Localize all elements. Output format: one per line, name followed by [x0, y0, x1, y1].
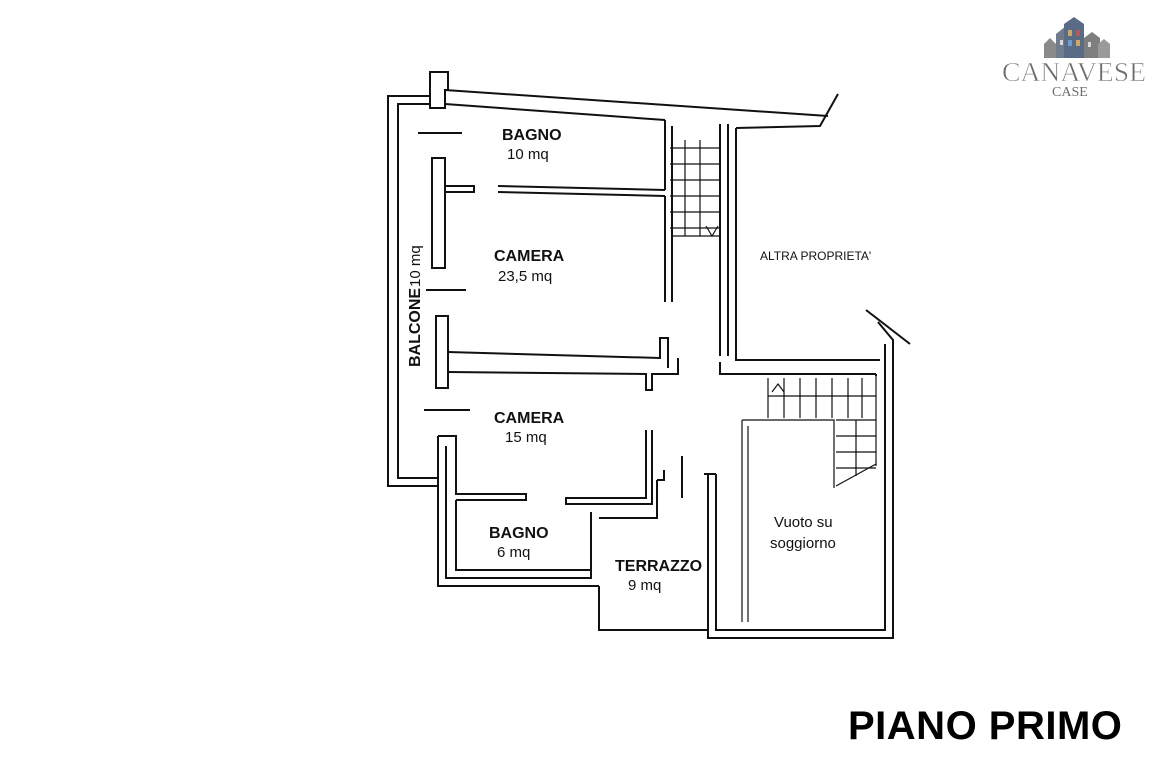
room-area-bagno-bottom: 6 mq [497, 544, 530, 561]
label-vuoto-line2: soggiorno [770, 535, 836, 552]
logo-houses-icon [1044, 17, 1110, 58]
outer-walls [387, 71, 911, 639]
room-name-bagno-bottom: BAGNO [489, 525, 549, 542]
stairs-top [670, 140, 720, 238]
stairs-bottom [767, 376, 877, 487]
label-altra-proprieta: ALTRA PROPRIETA' [760, 249, 871, 263]
canavese-case-logo: CANAVESE CASE [1002, 17, 1146, 100]
room-name-balcone: BALCONE [407, 288, 424, 367]
page-title: PIANO PRIMO [848, 704, 1123, 748]
label-vuoto-line1: Vuoto su [774, 514, 833, 531]
room-area-camera-1: 23,5 mq [498, 268, 552, 285]
room-name-camera-1: CAMERA [494, 248, 565, 265]
room-area-terrazzo: 9 mq [628, 577, 661, 594]
room-name-camera-2: CAMERA [494, 410, 565, 427]
room-area-camera-2: 15 mq [505, 429, 547, 446]
inner-walls [418, 120, 880, 622]
room-name-bagno-top: BAGNO [502, 127, 562, 144]
room-name-terrazzo: TERRAZZO [615, 558, 702, 575]
room-area-balcone: 10 mq [407, 245, 424, 287]
logo-brand: CANAVESE [1002, 57, 1146, 87]
logo-sub: CASE [1052, 85, 1088, 100]
room-area-bagno-top: 10 mq [507, 146, 549, 163]
